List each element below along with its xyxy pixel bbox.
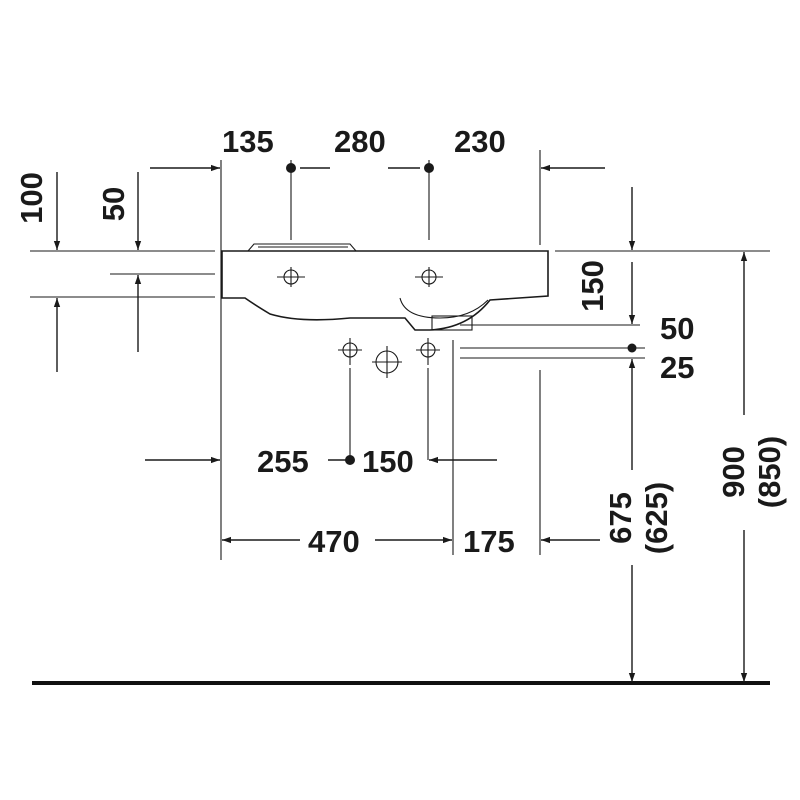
label-150-right: 150 xyxy=(575,260,610,312)
label-150-fixing: 150 xyxy=(362,444,414,479)
label-25: 25 xyxy=(660,350,694,385)
label-470: 470 xyxy=(308,524,360,559)
dim-dot-tap-right xyxy=(424,163,434,173)
label-50-right: 50 xyxy=(660,311,694,346)
label-900: 900 xyxy=(716,446,751,498)
basin-outline xyxy=(221,250,549,331)
dim-dot-fix-left xyxy=(345,455,355,465)
waste-outlet xyxy=(431,315,473,331)
label-255: 255 xyxy=(257,444,309,479)
label-50-left: 50 xyxy=(96,187,131,221)
label-100: 100 xyxy=(14,172,49,224)
tap-hole-right xyxy=(415,267,443,287)
overflow-slot xyxy=(247,243,357,252)
tap-hole-left xyxy=(277,267,305,287)
fixing-hole-right xyxy=(416,338,440,365)
label-230: 230 xyxy=(454,124,506,159)
dim-dot-tap-left xyxy=(286,163,296,173)
fixing-hole-left xyxy=(338,338,362,365)
label-850: (850) xyxy=(752,436,787,508)
dim-dot-waste-level xyxy=(627,343,637,353)
label-675: 675 xyxy=(603,492,638,544)
waste-connection-hole xyxy=(372,346,402,378)
label-175: 175 xyxy=(463,524,515,559)
label-280: 280 xyxy=(334,124,386,159)
label-625: (625) xyxy=(639,482,674,554)
label-135: 135 xyxy=(222,124,274,159)
basin-bowl-curve xyxy=(399,297,489,319)
